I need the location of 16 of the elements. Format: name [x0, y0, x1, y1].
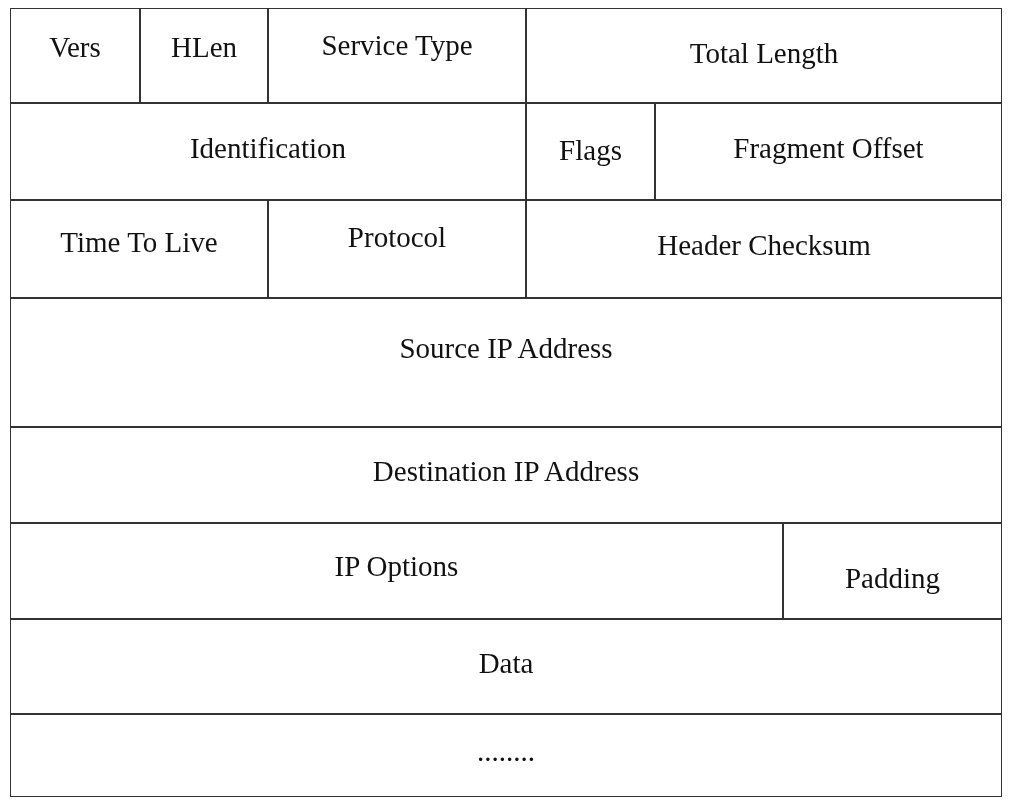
header-field-cell: ........: [10, 714, 1002, 797]
header-field-cell: Destination IP Address: [10, 427, 1002, 523]
header-field-cell: Vers: [10, 8, 140, 103]
header-field-cell: Service Type: [268, 8, 526, 103]
header-field-cell: Padding: [783, 523, 1002, 619]
header-field-cell: HLen: [140, 8, 268, 103]
header-field-cell: Total Length: [526, 8, 1002, 103]
header-field-cell: Protocol: [268, 200, 526, 298]
header-field-cell: Fragment Offset: [655, 103, 1002, 200]
header-field-cell: Identification: [10, 103, 526, 200]
header-field-cell: Source IP Address: [10, 298, 1002, 427]
header-field-cell: Data: [10, 619, 1002, 714]
header-field-cell: Header Checksum: [526, 200, 1002, 298]
header-field-cell: Time To Live: [10, 200, 268, 298]
header-field-cell: Flags: [526, 103, 655, 200]
header-field-cell: IP Options: [10, 523, 783, 619]
